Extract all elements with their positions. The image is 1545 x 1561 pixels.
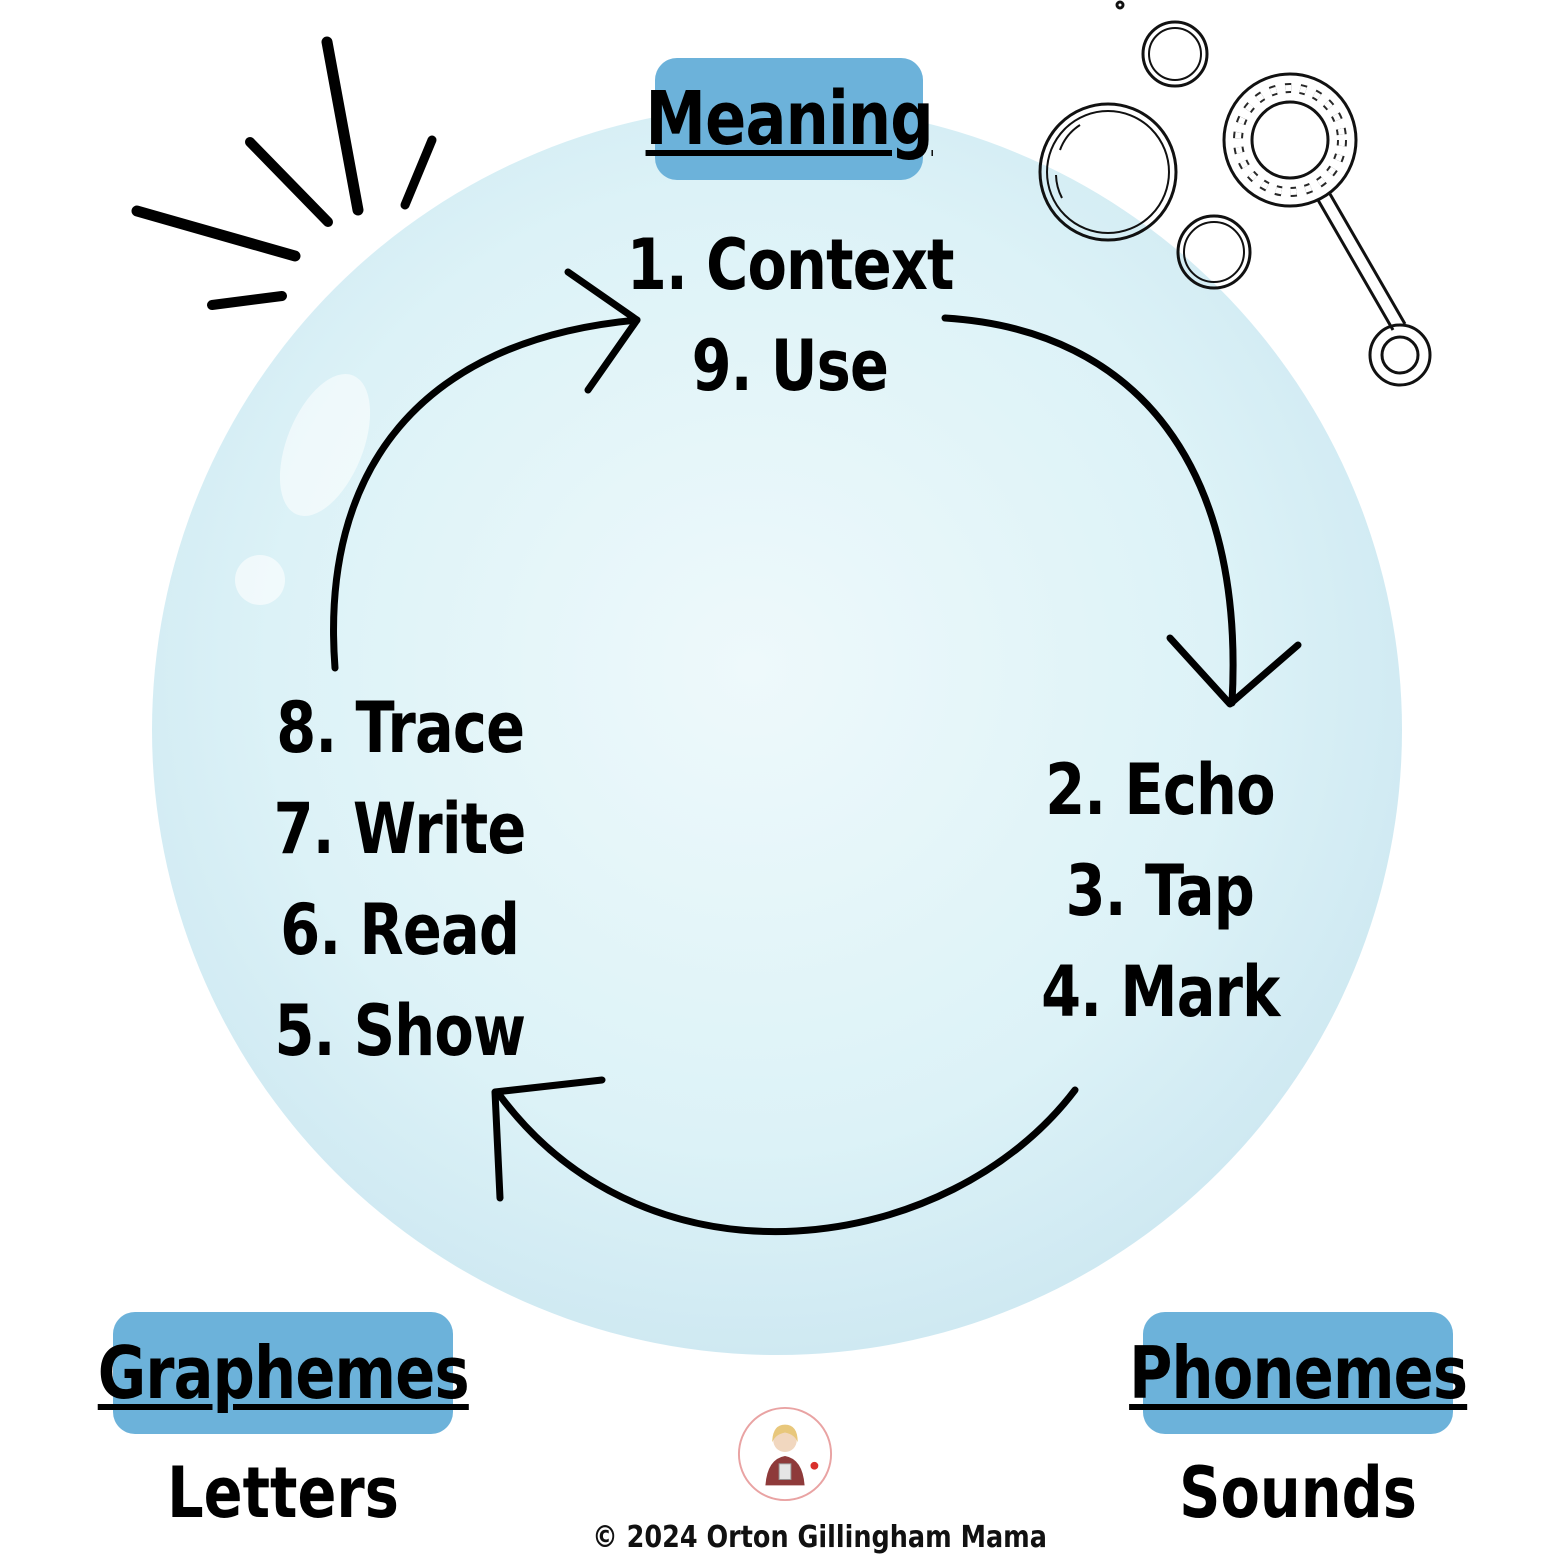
step-echo: 2. Echo xyxy=(1045,749,1275,831)
arrow-head-down xyxy=(1166,634,1302,708)
soap-bubble-icon xyxy=(1038,0,1252,290)
arrow-meaning-to-phonemes xyxy=(941,314,1237,707)
step-tap: 3. Tap xyxy=(1065,850,1255,932)
meaning-heading: Meaning xyxy=(645,76,933,162)
phonemes-caption: Sounds xyxy=(1179,1452,1417,1534)
arrow-graphemes-to-meaning xyxy=(330,316,641,672)
bubble-highlight xyxy=(279,374,371,516)
main-bubble xyxy=(152,105,1402,1355)
bubble-highlight-dot xyxy=(235,555,285,605)
arrow-head-right xyxy=(564,268,641,394)
meaning-steps: 1. Context 9. Use xyxy=(590,215,990,417)
step-context: 1. Context xyxy=(626,224,955,306)
step-use: 9. Use xyxy=(691,325,889,407)
graphemes-steps: 8. Trace 7. Write 6. Read 5. Show xyxy=(230,678,570,1082)
phonemes-heading-box: Phonemes xyxy=(1129,1312,1468,1434)
step-mark: 4. Mark xyxy=(1040,951,1280,1033)
arrow-head-left xyxy=(491,1076,606,1202)
step-write: 7. Write xyxy=(274,788,527,870)
burst-lines-icon xyxy=(131,36,437,310)
graphemes-heading-box: Graphemes xyxy=(97,1312,469,1434)
graphemes-caption: Letters xyxy=(167,1452,399,1534)
meaning-heading-box: Meaning xyxy=(645,58,934,180)
copyright-text: © 2024 Orton Gillingham Mama xyxy=(592,1520,1047,1555)
step-trace: 8. Trace xyxy=(275,687,525,769)
step-show: 5. Show xyxy=(274,990,526,1072)
phonemes-heading: Phonemes xyxy=(1128,1331,1468,1415)
arrow-phonemes-to-graphemes xyxy=(494,1086,1079,1236)
graphemes-heading: Graphemes xyxy=(97,1331,469,1415)
step-read: 6. Read xyxy=(280,889,521,971)
brand-logo-icon xyxy=(737,1406,833,1502)
phonemes-steps: 2. Echo 3. Tap 4. Mark xyxy=(990,740,1330,1043)
bubble-wand-icon xyxy=(1222,72,1432,387)
